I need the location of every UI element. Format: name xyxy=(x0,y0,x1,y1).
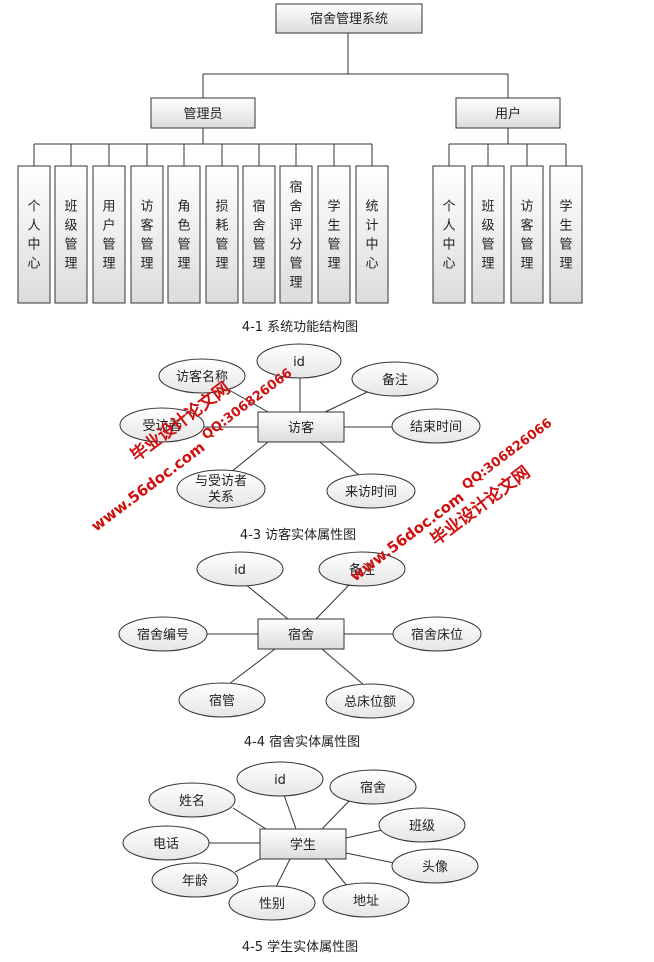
dorm-attr-manager: 宿管 xyxy=(178,682,266,718)
student-er-diagram: 学生 id 姓名 宿舍 班级 电话 头像 年龄 xyxy=(122,761,479,955)
visitor-entity-label: 访客 xyxy=(288,420,314,436)
user-module-1: 个人中心 xyxy=(432,165,466,304)
dorm-attr-total: 总床位额 xyxy=(325,683,415,719)
user-modules: 个人中心 班级管理 访客管理 学生管理 xyxy=(432,165,583,304)
student-entity: 学生 xyxy=(259,828,347,860)
student-attr-avatar-label: 头像 xyxy=(422,860,448,875)
visitor-attr-remark-label: 备注 xyxy=(382,372,408,388)
admin-module-label-2: 班级管理 xyxy=(64,200,77,272)
admin-module-label-10: 统计中心 xyxy=(365,200,378,272)
dorm-attr-id-label: id xyxy=(234,563,246,578)
visitor-attr-visittime-label: 来访时间 xyxy=(345,485,397,500)
student-attr-id: id xyxy=(236,761,324,797)
dorm-attr-number-label: 宿舍编号 xyxy=(137,627,189,643)
visitor-entity: 访客 xyxy=(257,411,345,443)
student-attr-address: 地址 xyxy=(322,882,410,918)
visitor-attr-endtime-label: 结束时间 xyxy=(410,420,462,435)
caption-4-3: 4-3 访客实体属性图 xyxy=(240,527,356,543)
visitor-attr-relation: 与受访者关系 xyxy=(176,469,266,509)
user-module-label-3: 访客管理 xyxy=(520,200,533,272)
admin-module-label-5: 角色管理 xyxy=(177,200,190,272)
root-node: 宿舍管理系统 xyxy=(275,3,423,34)
caption-4-4: 4-4 宿舍实体属性图 xyxy=(244,734,360,750)
student-attr-age: 年龄 xyxy=(151,862,239,898)
admin-module-label-4: 访客管理 xyxy=(140,200,153,272)
student-attr-phone-label: 电话 xyxy=(153,837,179,852)
admin-label: 管理员 xyxy=(183,107,222,122)
student-attr-gender-label: 性别 xyxy=(259,897,285,912)
admin-module-label-8: 宿舍评分管理 xyxy=(289,180,302,291)
structure-connectors xyxy=(33,33,567,166)
student-attr-name: 姓名 xyxy=(148,782,236,818)
visitor-attr-relation-label: 与受访者关系 xyxy=(195,474,247,505)
caption-4-5: 4-5 学生实体属性图 xyxy=(242,939,358,955)
admin-node: 管理员 xyxy=(150,97,256,129)
admin-module-label-7: 宿舍管理 xyxy=(252,199,265,272)
dorm-attr-bed-label: 宿舍床位 xyxy=(411,627,463,643)
user-module-4: 学生管理 xyxy=(549,165,583,304)
student-attr-gender: 性别 xyxy=(228,885,316,921)
student-attr-class: 班级 xyxy=(378,807,466,843)
visitor-attr-endtime: 结束时间 xyxy=(391,408,481,444)
admin-module-1: 个人中心 xyxy=(17,165,51,304)
visitor-attr-host-label: 受访者 xyxy=(142,419,181,434)
dorm-attr-total-label: 总床位额 xyxy=(344,695,396,710)
dorm-er-connectors xyxy=(206,583,393,688)
dorm-attr-number: 宿舍编号 xyxy=(118,616,208,652)
dorm-attr-remark: 备注 xyxy=(318,551,406,587)
student-er-connectors xyxy=(208,794,395,890)
student-attr-address-label: 地址 xyxy=(353,894,379,909)
admin-module-8: 宿舍评分管理 xyxy=(279,165,313,304)
admin-module-10: 统计中心 xyxy=(355,165,389,304)
student-entity-label: 学生 xyxy=(290,837,316,853)
user-node: 用户 xyxy=(455,97,561,129)
user-module-label-2: 班级管理 xyxy=(481,200,494,272)
student-attr-name-label: 姓名 xyxy=(179,793,205,809)
admin-module-label-9: 学生管理 xyxy=(327,199,340,272)
student-attr-dorm: 宿舍 xyxy=(329,769,417,805)
admin-modules: 个人中心 班级管理 用户管理 访客管理 角色管理 损耗管理 宿舍管理 宿舍评分管理 学生管理 统计… xyxy=(17,165,389,304)
caption-4-1: 4-1 系统功能结构图 xyxy=(242,320,358,335)
visitor-er-diagram: 访客 id 访客名称 备注 受访者 结束时间 与受访者关系 来访时间 xyxy=(119,343,481,543)
user-module-label-1: 个人中心 xyxy=(442,200,455,272)
dorm-attr-id: id xyxy=(196,551,284,587)
admin-module-label-3: 用户管理 xyxy=(102,200,115,272)
visitor-attr-id: id xyxy=(256,343,342,379)
student-attr-avatar: 头像 xyxy=(391,848,479,884)
user-module-3: 访客管理 xyxy=(510,165,544,304)
admin-module-9: 学生管理 xyxy=(317,165,351,304)
dorm-attr-remark-label: 备注 xyxy=(349,562,375,578)
admin-module-7: 宿舍管理 xyxy=(242,165,276,304)
admin-module-3: 用户管理 xyxy=(92,165,126,304)
visitor-attr-visittime: 来访时间 xyxy=(326,473,416,509)
admin-module-label-6: 损耗管理 xyxy=(215,200,228,272)
user-module-2: 班级管理 xyxy=(471,165,505,304)
visitor-attr-id-label: id xyxy=(293,355,305,370)
dorm-attr-manager-label: 宿管 xyxy=(209,693,235,709)
admin-module-6: 损耗管理 xyxy=(205,165,239,304)
student-attr-age-label: 年龄 xyxy=(182,874,208,889)
visitor-attr-host: 受访者 xyxy=(119,407,205,443)
student-attr-class-label: 班级 xyxy=(409,819,435,834)
visitor-attr-name-label: 访客名称 xyxy=(176,369,228,385)
admin-module-5: 角色管理 xyxy=(167,165,201,304)
structure-chart: 宿舍管理系统 管理员 用户 个人中心 班级管理 用户管理 访客管理 角色管理 损耗管理 宿舍… xyxy=(17,3,583,335)
admin-module-4: 访客管理 xyxy=(130,165,164,304)
dorm-entity-label: 宿舍 xyxy=(288,627,314,643)
student-attr-phone: 电话 xyxy=(122,825,210,861)
admin-module-2: 班级管理 xyxy=(54,165,88,304)
student-attr-dorm-label: 宿舍 xyxy=(360,780,386,796)
student-attr-id-label: id xyxy=(274,773,286,788)
visitor-attr-remark: 备注 xyxy=(351,361,439,397)
root-label: 宿舍管理系统 xyxy=(310,11,388,27)
dorm-entity: 宿舍 xyxy=(257,618,345,650)
admin-module-label-1: 个人中心 xyxy=(27,200,40,272)
dorm-er-diagram: 宿舍 id 备注 宿舍编号 宿舍床位 宿管 总床位额 4-4 宿舍实体属性图 xyxy=(118,551,482,750)
user-label: 用户 xyxy=(495,106,521,122)
user-module-label-4: 学生管理 xyxy=(559,199,572,272)
dorm-attr-bed: 宿舍床位 xyxy=(392,616,482,652)
visitor-attr-name: 访客名称 xyxy=(158,358,246,394)
